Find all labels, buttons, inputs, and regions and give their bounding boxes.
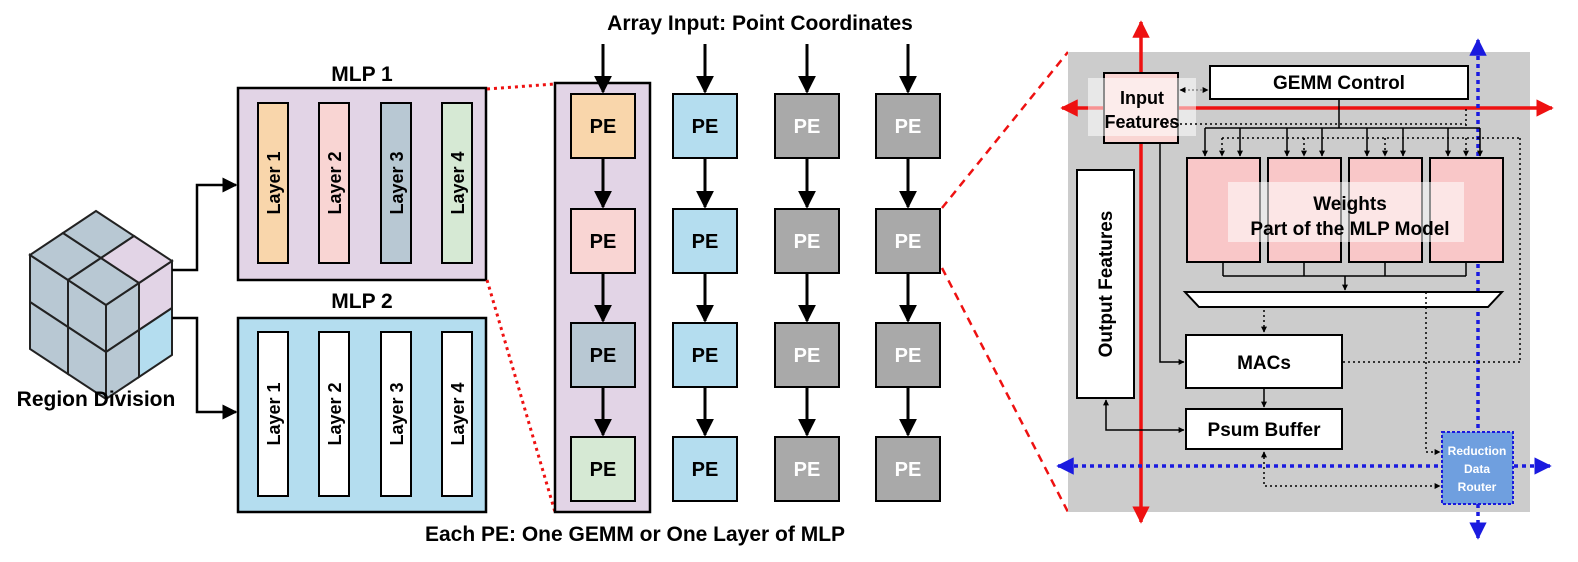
pe-box [875, 436, 941, 502]
gemm-control-label: GEMM Control [1273, 73, 1405, 94]
pe-box [672, 436, 738, 502]
pe-box [875, 208, 941, 274]
pe-box [570, 322, 636, 388]
macs-label: MACs [1237, 353, 1291, 374]
pe-label: PE [692, 345, 719, 367]
zoom-line-pe-top [941, 51, 1069, 209]
pe-label: PE [895, 459, 922, 481]
pe-label: PE [794, 231, 821, 253]
pe-label: PE [794, 345, 821, 367]
mlp2-layer4-box [441, 331, 473, 497]
input-to-macs [1159, 143, 1185, 365]
pe-box [672, 208, 738, 274]
mlp1-layer1-label: Layer 1 [264, 151, 284, 214]
arrow-cube-to-mlp1 [172, 177, 238, 272]
output-psum-link [1103, 399, 1185, 433]
pe-label: PE [692, 459, 719, 481]
router-label-1: Reduction [1448, 444, 1507, 458]
weights-label-1: Weights [1313, 194, 1387, 215]
mlp2-layer4-label: Layer 4 [448, 382, 468, 445]
arrow-cube-to-mlp2 [172, 316, 238, 420]
pe-label: PE [692, 116, 719, 138]
mlp2-layer2-box [318, 331, 350, 497]
mlp1-layer3-label: Layer 3 [387, 151, 407, 214]
mlp1-layer2-box [318, 102, 350, 264]
pe-box [875, 93, 941, 159]
weights-label-2: Part of the MLP Model [1250, 219, 1449, 240]
mlp2-layer3-label: Layer 3 [387, 382, 407, 445]
mlp2-layer3-box [380, 331, 412, 497]
zoom-line-pe-bottom [940, 267, 1070, 513]
pe-label: PE [692, 231, 719, 253]
pe-box [570, 436, 636, 502]
psum-router-link [1261, 451, 1441, 489]
router-label-2: Data [1464, 462, 1490, 476]
mlp1-layer4-label: Layer 4 [448, 151, 468, 214]
pe-label: PE [895, 116, 922, 138]
mlp1-layers: Layer 1 Layer 2 Layer 3 Layer 4 [257, 102, 473, 264]
mlp2-layer1-label: Layer 1 [264, 382, 284, 445]
pe-box [875, 322, 941, 388]
gemm-dotted-control [1160, 108, 1521, 363]
pe-label: PE [794, 459, 821, 481]
input-features-label-bg [1088, 78, 1196, 136]
region-cube [28, 209, 174, 401]
mlp2-layers: Layer 1 Layer 2 Layer 3 Layer 4 [257, 331, 473, 497]
mlp2-layer1-box [257, 331, 289, 497]
mlp1-layer1-box [257, 102, 289, 264]
input-features-label-2: Features [1104, 112, 1179, 132]
pe-label: PE [590, 345, 617, 367]
pe-label: PE [590, 116, 617, 138]
pe-box [774, 93, 840, 159]
zoom-line-bottom [485, 279, 557, 513]
region-division-label: Region Division [17, 388, 176, 411]
pe-label: PE [590, 459, 617, 481]
output-features-box [1076, 169, 1135, 399]
psum-buffer-label: Psum Buffer [1208, 420, 1322, 441]
pe-box [570, 93, 636, 159]
pe-label: PE [794, 116, 821, 138]
pe-label: PE [590, 231, 617, 253]
control-router-link [1425, 292, 1441, 455]
input-features-label-1: Input [1120, 88, 1164, 108]
mlp1-title: MLP 1 [331, 63, 393, 86]
weights-label-bg [1228, 182, 1464, 242]
pe-label: PE [895, 345, 922, 367]
mlp1-layer2-label: Layer 2 [325, 151, 345, 214]
mlp1-layer4-box [441, 102, 473, 264]
output-features-label: Output Features [1096, 211, 1117, 358]
mux-trapezoid [1182, 291, 1505, 308]
pe-grid: PE PE PE PE PE PE PE PE PE PE PE PE PE PE PE PE [570, 44, 941, 502]
array-bottom-label: Each PE: One GEMM or One Layer of MLP [425, 523, 845, 546]
gemm-fanout [1202, 99, 1483, 157]
weights-to-mux [1222, 262, 1467, 291]
mlp2-layer2-label: Layer 2 [325, 382, 345, 445]
psum-buffer-box [1185, 408, 1343, 450]
array-input-label: Array Input: Point Coordinates [607, 12, 913, 35]
pe-box [774, 436, 840, 502]
router-label-3: Router [1458, 480, 1497, 494]
mlp2-title: MLP 2 [331, 290, 392, 313]
router-box [1441, 431, 1514, 505]
zoom-line-top [486, 82, 556, 91]
pe-box [570, 208, 636, 274]
mlp1-layer3-box [380, 102, 412, 264]
pe-label: PE [895, 231, 922, 253]
pe-box [672, 93, 738, 159]
pe-box [774, 322, 840, 388]
